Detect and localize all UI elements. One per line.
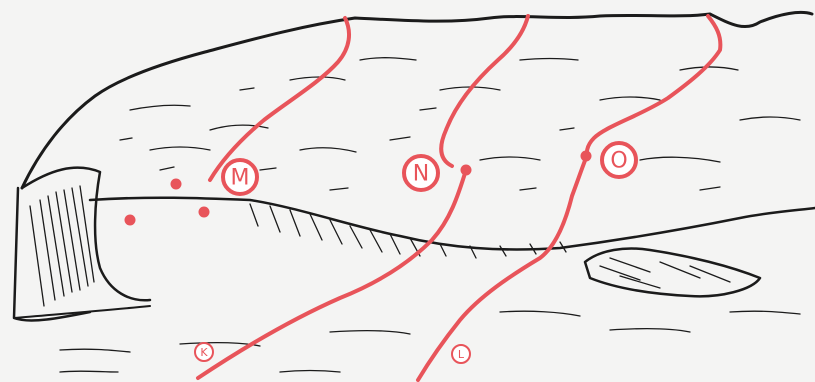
route-label-text: L	[458, 348, 465, 361]
route-label-text: K	[200, 346, 208, 359]
route-label-l: L	[452, 345, 470, 363]
route-label-text: O	[610, 149, 627, 174]
start-dot	[461, 165, 472, 176]
route-label-text: M	[231, 166, 250, 191]
start-dot	[171, 179, 182, 190]
route-label-k: K	[195, 343, 213, 361]
start-dot	[199, 207, 210, 218]
route-label-o: O	[602, 143, 636, 177]
start-dot	[581, 151, 592, 162]
route-label-n: N	[404, 156, 438, 190]
start-dot	[125, 215, 136, 226]
route-label-text: N	[413, 162, 429, 187]
route-label-m: M	[223, 160, 257, 194]
